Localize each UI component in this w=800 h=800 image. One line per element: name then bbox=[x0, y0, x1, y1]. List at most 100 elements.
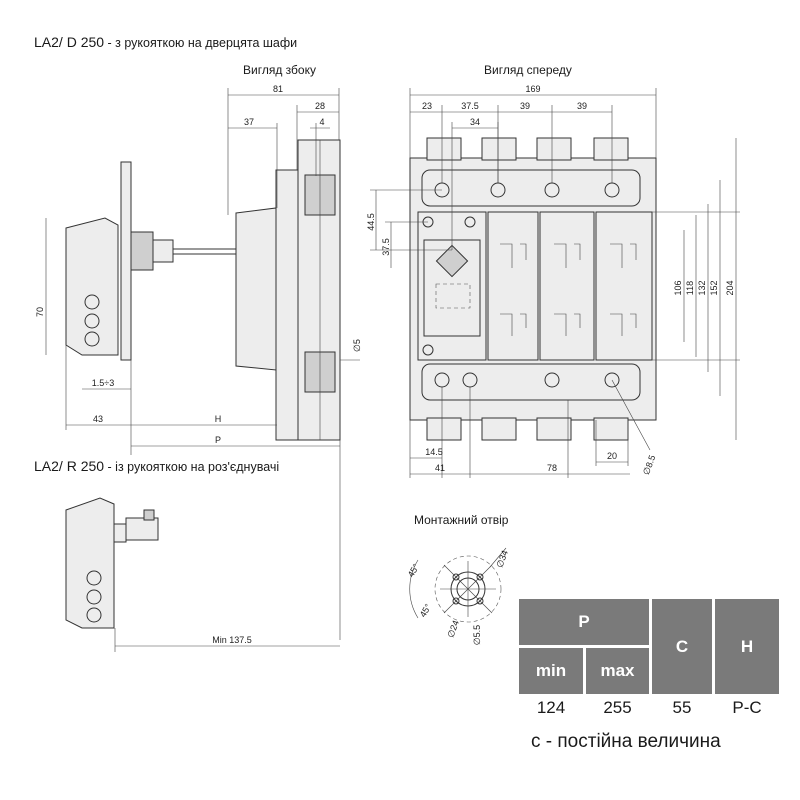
table-header-h: H bbox=[715, 599, 779, 694]
front-view-drawing: 169 23 37.5 39 39 34 44.5 37.5 106 118 1… bbox=[366, 84, 740, 478]
dim-d24-hole: ∅24 bbox=[445, 619, 461, 639]
mounting-hole-drawing: 45° 45° ∅34 ∅24 ∅5.5 bbox=[406, 547, 510, 645]
terminal-tab bbox=[536, 137, 572, 161]
dim-37-5: 37.5 bbox=[461, 101, 479, 111]
coupling-nut bbox=[152, 239, 174, 263]
terminal-tab bbox=[426, 137, 462, 161]
hole-pitch-circle bbox=[434, 555, 502, 623]
handle-hole bbox=[86, 607, 102, 623]
r250-drawing: Min 137.5 bbox=[65, 497, 340, 652]
handle-coupling bbox=[125, 517, 159, 541]
handle-hole bbox=[86, 589, 102, 605]
dim-152: 152 bbox=[709, 280, 719, 295]
side-view-drawing: 81 28 37 4 70 1.5÷3 43 H P ∅5 bbox=[35, 84, 362, 640]
fixing-screw bbox=[464, 216, 476, 228]
dim-39b: 39 bbox=[577, 101, 587, 111]
table-header-p: P bbox=[519, 599, 649, 645]
table-value-min: 124 bbox=[536, 698, 566, 717]
dim-41: 41 bbox=[435, 463, 445, 473]
dim-min-137-5: Min 137.5 bbox=[212, 635, 252, 645]
pole-unit bbox=[595, 211, 653, 361]
dim-28: 28 bbox=[315, 101, 325, 111]
dim-78: 78 bbox=[547, 463, 557, 473]
table-value-c: 55 bbox=[672, 698, 692, 717]
handle-shaft bbox=[113, 523, 127, 543]
pole-symbol bbox=[500, 243, 527, 268]
fixing-hole bbox=[544, 372, 560, 388]
door-plate bbox=[120, 161, 132, 361]
dim-d34-hole: ∅34 bbox=[494, 549, 510, 569]
pole-symbol bbox=[610, 243, 637, 268]
pole-unit bbox=[539, 211, 595, 361]
terminal-tab bbox=[481, 137, 517, 161]
dim-37-5-vert: 37.5 bbox=[381, 238, 391, 256]
title-la2-r250: LA2/ R 250 - із рукояткою на роз'єднувач… bbox=[34, 458, 279, 474]
handle-hole bbox=[84, 313, 100, 329]
dim-39a: 39 bbox=[520, 101, 530, 111]
pole-symbol bbox=[554, 313, 581, 336]
dim-204: 204 bbox=[725, 280, 735, 295]
label-mounting-hole: Монтажний отвір bbox=[414, 513, 509, 527]
handle-hole bbox=[84, 331, 100, 347]
dim-14-5: 14.5 bbox=[425, 447, 443, 457]
table-header-max: max bbox=[586, 648, 649, 694]
handle-hole bbox=[86, 570, 102, 586]
table-header-min: min bbox=[519, 648, 583, 694]
terminal-tab bbox=[426, 417, 462, 441]
operating-shaft-square bbox=[435, 244, 469, 278]
busbar-top bbox=[421, 169, 641, 207]
terminal-tab bbox=[536, 417, 572, 441]
dim-23: 23 bbox=[422, 101, 432, 111]
switch-body bbox=[275, 169, 299, 441]
label-front-view: Вигляд спереду bbox=[484, 63, 572, 77]
terminal-tab bbox=[593, 137, 629, 161]
title-main: LA2/ D 250 bbox=[34, 34, 105, 50]
title-sub: - з рукояткою на дверцята шафи bbox=[104, 36, 298, 50]
table-value-max: 255 bbox=[603, 698, 632, 717]
door-handle bbox=[65, 217, 119, 356]
dim-34: 34 bbox=[470, 117, 480, 127]
handle-hole bbox=[84, 294, 100, 310]
dim-h: H bbox=[215, 414, 222, 424]
dim-d5-5-hole: ∅5.5 bbox=[472, 625, 482, 645]
dim-70: 70 bbox=[35, 307, 45, 317]
table-header-c: C bbox=[652, 599, 712, 694]
dim-44-5: 44.5 bbox=[366, 213, 376, 231]
dim-4: 4 bbox=[319, 117, 324, 127]
dim-37: 37 bbox=[244, 117, 254, 127]
coupling-screw bbox=[143, 509, 155, 521]
dim-118: 118 bbox=[685, 281, 695, 295]
switch-handle-module bbox=[235, 207, 277, 371]
fixing-hole bbox=[604, 372, 620, 388]
dim-20: 20 bbox=[607, 451, 617, 461]
angle-45a: 45° bbox=[406, 562, 422, 579]
title-main: LA2/ R 250 bbox=[34, 458, 105, 474]
dim-43: 43 bbox=[93, 414, 103, 424]
dim-1-5-3: 1.5÷3 bbox=[92, 378, 114, 388]
busbar-bottom bbox=[421, 363, 641, 401]
dim-d8-5: ∅8.5 bbox=[641, 454, 657, 477]
terminal-tab bbox=[593, 417, 629, 441]
dim-132: 132 bbox=[697, 280, 707, 295]
label-side-view: Вигляд збоку bbox=[243, 63, 316, 77]
pole-symbol bbox=[554, 243, 581, 268]
constant-note: c - постійна величина bbox=[531, 731, 721, 752]
dim-p: P bbox=[215, 435, 221, 445]
pole-symbol bbox=[500, 313, 527, 336]
switch-mounted-handle bbox=[65, 497, 115, 629]
fixing-screw bbox=[422, 344, 434, 356]
terminal-tab bbox=[481, 417, 517, 441]
dim-81: 81 bbox=[273, 84, 283, 94]
dim-d5: ∅5 bbox=[352, 339, 362, 352]
table-value-h: P-C bbox=[732, 698, 762, 717]
handle-outline bbox=[435, 283, 471, 309]
title-la2-d250: LA2/ D 250 - з рукояткою на дверцята шаф… bbox=[34, 34, 297, 50]
dim-169: 169 bbox=[525, 84, 540, 94]
pole-unit bbox=[487, 211, 539, 361]
pole-symbol bbox=[610, 313, 637, 336]
title-sub: - із рукояткою на роз'єднувачі bbox=[104, 460, 280, 474]
coupling-block bbox=[130, 231, 154, 271]
angle-45b: 45° bbox=[418, 602, 434, 619]
dim-106: 106 bbox=[673, 280, 683, 295]
